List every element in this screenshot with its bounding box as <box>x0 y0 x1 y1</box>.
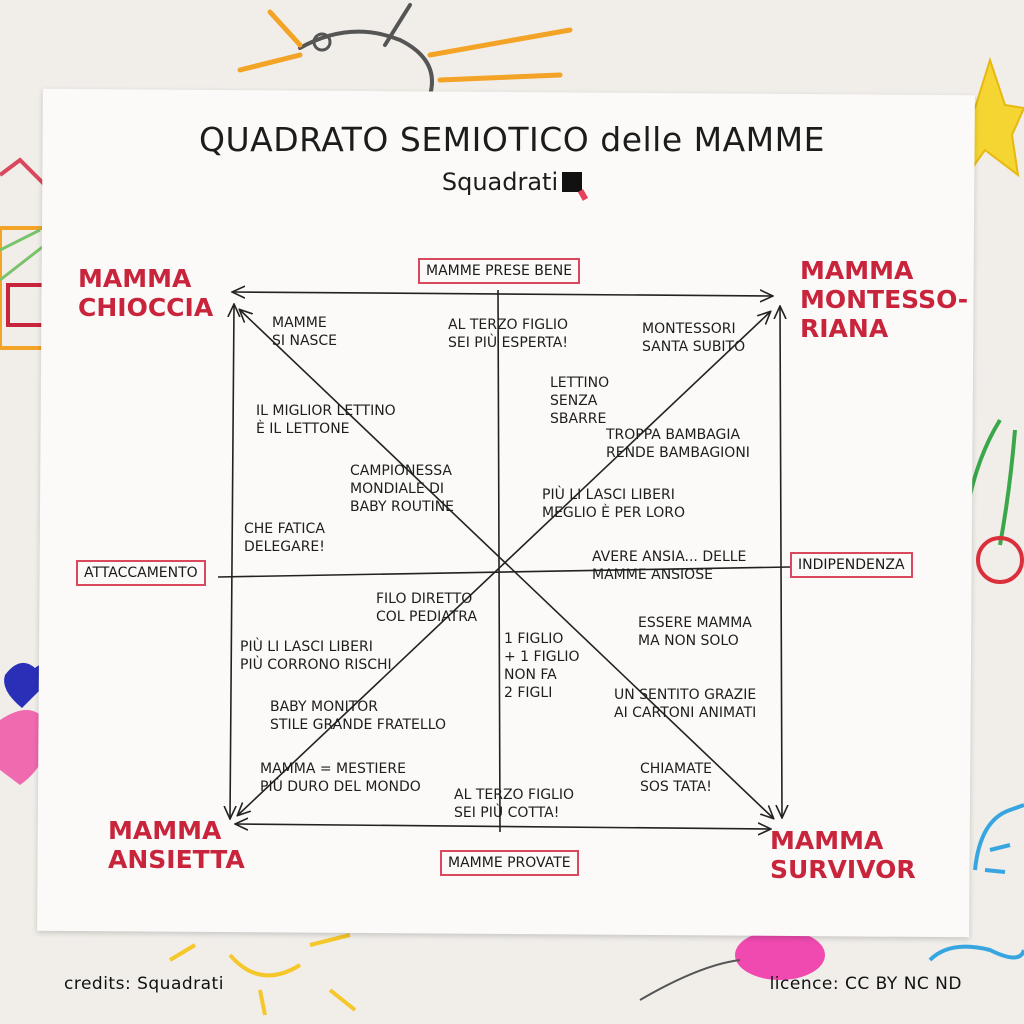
bird-doodle <box>237 3 573 97</box>
horizontal-axis <box>217 566 791 578</box>
axis-label-left: ATTACCAMENTO <box>76 560 206 586</box>
note: AL TERZO FIGLIO SEI PIÙ COTTA! <box>454 787 574 821</box>
top-edge-arrow <box>233 292 772 296</box>
licence-text: licence: CC BY NC ND <box>769 974 962 994</box>
right-edge-arrow <box>780 307 782 817</box>
heart-doodle-blue <box>4 662 47 708</box>
credits-text: credits: Squadrati <box>64 974 224 994</box>
heart-doodle-pink <box>0 710 48 785</box>
left-edge-arrow <box>230 305 234 818</box>
note: UN SENTITO GRAZIE AI CARTONI ANIMATI <box>614 687 757 721</box>
note: IL MIGLIOR LETTINO È IL LETTONE <box>256 403 396 437</box>
note: AL TERZO FIGLIO SEI PIÙ ESPERTA! <box>448 317 568 351</box>
corner-mamma-chioccia: MAMMA CHIOCCIA <box>78 264 214 322</box>
note: MAMMA = MESTIERE PIÙ DURO DEL MONDO <box>260 761 421 795</box>
corner-mamma-montessoriana: MAMMA MONTESSO- RIANA <box>800 256 969 343</box>
note: CAMPIONESSA MONDIALE DI BABY ROUTINE <box>350 463 455 515</box>
note: PIÙ LI LASCI LIBERI PIÙ CORRONO RISCHI <box>240 639 392 673</box>
note: PIÙ LI LASCI LIBERI MEGLIO È PER LORO <box>542 487 686 521</box>
diagonal-arrow-bl-tr <box>238 312 770 815</box>
diagram-title: QUADRATO SEMIOTICO delle MAMME <box>199 120 825 159</box>
note: CHIAMATE SOS TATA! <box>640 761 712 795</box>
note: MAMME SI NASCE <box>272 315 338 349</box>
note: 1 FIGLIO + 1 FIGLIO NON FA 2 FIGLI <box>504 631 580 701</box>
cat-doodle <box>928 803 1024 962</box>
brand-name: Squadrati <box>441 168 559 196</box>
note: MONTESSORI SANTA SUBITO <box>642 321 746 355</box>
sun-doodle <box>168 933 357 1016</box>
note: TROPPA BAMBAGIA RENDE BAMBAGIONI <box>606 427 750 461</box>
note: BABY MONITOR STILE GRANDE FRATELLO <box>270 699 447 733</box>
mouse-tail-doodle <box>639 959 741 1001</box>
axis-label-bottom: MAMME PROVATE <box>440 850 579 876</box>
vertical-axis <box>497 289 501 833</box>
note: ESSERE MAMMA MA NON SOLO <box>638 615 752 649</box>
note: CHE FATICA DELEGARE! <box>244 521 325 555</box>
bottom-edge-arrow <box>236 824 770 829</box>
corner-mamma-survivor: MAMMA SURVIVOR <box>770 826 916 884</box>
note: FILO DIRETTO COL PEDIATRA <box>376 591 478 625</box>
axis-label-top: MAMME PRESE BENE <box>418 258 581 284</box>
note: LETTINO SENZA SBARRE <box>550 375 610 427</box>
squadrati-logo-icon <box>562 172 583 192</box>
pink-blob-doodle <box>735 930 825 980</box>
brand: Squadrati <box>0 168 1024 196</box>
axis-label-right: INDIPENDENZA <box>790 552 913 578</box>
corner-mamma-ansietta: MAMMA ANSIETTA <box>108 816 245 874</box>
note: AVERE ANSIA... DELLE MAMME ANSIOSE <box>592 549 747 583</box>
